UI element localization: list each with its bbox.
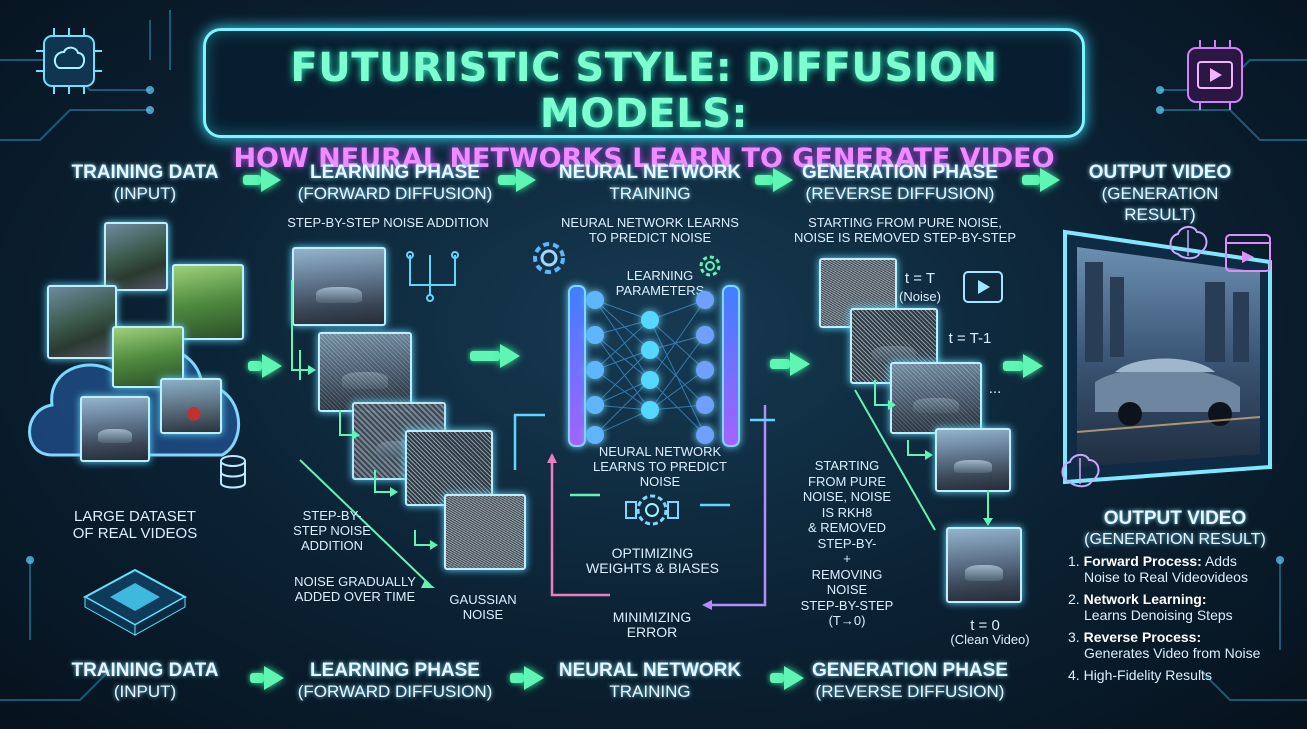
t-noise-label: t = T [904,270,936,287]
dataset-video-thumb [112,326,184,388]
bottom-header-learning-phase: LEARNING PHASE(FORWARD DIFFUSION) [297,660,493,701]
gear-icon [694,250,726,282]
output-summary-title: OUTPUT VIDEO(GENERATION RESULT) [1084,508,1266,548]
network-node [696,396,714,414]
reverse-side-caption: STARTING FROM PURE NOISE, NOISE IS RKH8 … [800,458,894,628]
network-node [696,426,714,444]
network-node [696,326,714,344]
arrow-top-1 [243,168,281,192]
step-item: 4. High-Fidelity Results [1068,667,1212,683]
forward-step-arrows [291,251,459,588]
dataset-video-thumb [104,222,168,291]
brain-icon [1058,450,1102,490]
arrow-network-to-reverse [770,352,810,376]
network-node [586,361,604,379]
arrow-reverse-to-output [1003,354,1043,378]
video-chip-icon [1180,40,1250,110]
reverse-step-arrows [854,380,993,531]
forward-gradual-caption: NOISE GRADUALLY ADDED OVER TIME [294,574,416,604]
network-predict-caption: NEURAL NETWORK LEARNS TO PREDICT NOISE [593,444,727,489]
network-node [641,401,659,419]
header-output-video: OUTPUT VIDEO(GENERATION RESULT) [1088,162,1232,224]
bottom-header-training-data: TRAINING DATA(INPUT) [71,660,219,701]
output-steps: 1. Forward Process: Adds Noise to Real V… [1068,553,1298,683]
header-generation-phase: GENERATION PHASE(REVERSE DIFFUSION) [801,162,998,203]
arrow-forward-to-network [470,344,520,368]
t-minus-label: t = T-1 [948,330,992,347]
t-zero-label: t = 0 [970,617,1000,634]
network-node [586,326,604,344]
reverse-caption: STARTING FROM PURE NOISE, NOISE IS REMOV… [793,215,1016,245]
header-training-data: TRAINING DATA(INPUT) [71,162,219,203]
minimize-error-caption: MINIMIZING ERROR [612,609,692,640]
step-item-detail: Noise to Real Videovideos [1084,569,1248,585]
header-learning-phase: LEARNING PHASE(FORWARD DIFFUSION) [297,162,493,203]
network-output-bar [722,285,740,447]
network-node [586,426,604,444]
play-icon [962,270,1004,304]
network-node [641,371,659,389]
title-panel: FUTURISTIC STYLE: DIFFUSION MODELS: HOW … [203,28,1085,174]
step-item: 3. Reverse Process: [1068,629,1202,645]
gaussian-noise-caption: GAUSSIAN NOISE [449,592,517,622]
forward-side-caption: STEP-BY- STEP NOISE ADDITION [293,508,371,553]
network-node [586,291,604,309]
arrow-top-3 [755,168,793,192]
network-node [641,341,659,359]
dataset-video-thumb [160,378,222,434]
dataset-video-thumb [172,264,244,340]
forward-noise-frame-4 [444,494,526,570]
arrow-top-2 [498,168,536,192]
dataset-video-thumb [80,396,150,462]
step-item: 2. Network Learning: [1068,591,1207,607]
feedback-loop [513,405,775,610]
reverse-frame-3 [935,428,1011,492]
network-node [696,291,714,309]
network-node [586,396,604,414]
network-node [641,311,659,329]
arrow-training-to-forward [248,354,282,378]
database-icon [218,455,248,489]
bottom-header-generation-phase: GENERATION PHASE(REVERSE DIFFUSION) [811,660,1008,701]
arrow-top-4 [1022,168,1060,192]
forward-caption: STEP-BY-STEP NOISE ADDITION [287,215,489,230]
network-node [696,361,714,379]
gear-icon [524,233,574,283]
network-connections [594,299,706,436]
brain-chip-icon [34,26,104,96]
output-monitor [1055,222,1280,487]
ai-chip-icon [80,565,190,640]
arrow-bottom-3 [770,666,804,690]
reverse-dots: ... [988,380,1002,397]
page-subtitle: HOW NEURAL NETWORKS LEARN TO GENERATE VI… [233,143,1055,174]
reverse-frame-2 [890,362,982,434]
arrow-bottom-2 [510,666,544,690]
learning-parameters-caption: LEARNING PARAMETERS [615,268,705,298]
page-title: FUTURISTIC STYLE: DIFFUSION MODELS: [290,45,998,137]
t-zero-sublabel: (Clean Video) [950,632,1030,647]
step-item-detail: Learns Denoising Steps [1084,607,1233,623]
reverse-clean-frame [946,527,1022,603]
brain-icon [1166,222,1210,262]
step-item-detail: Generates Video from Noise [1084,645,1261,661]
dataset-video-thumb [47,285,117,359]
dataset-caption: LARGE DATASET OF REAL VIDEOS [72,508,198,542]
video-icon [1222,225,1274,277]
network-input-bar [568,285,586,447]
arrow-bottom-1 [250,666,284,690]
network-top-caption: NEURAL NETWORK LEARNS TO PREDICT NOISE [561,215,739,245]
step-item: 1. Forward Process: Adds [1068,553,1237,569]
t-noise-sublabel: (Noise) [899,289,941,304]
forward-noise-frame-3 [405,430,493,506]
optimizer-icon [622,488,682,532]
optimize-caption: OPTIMIZING WEIGHTS & BIASES [585,545,720,576]
